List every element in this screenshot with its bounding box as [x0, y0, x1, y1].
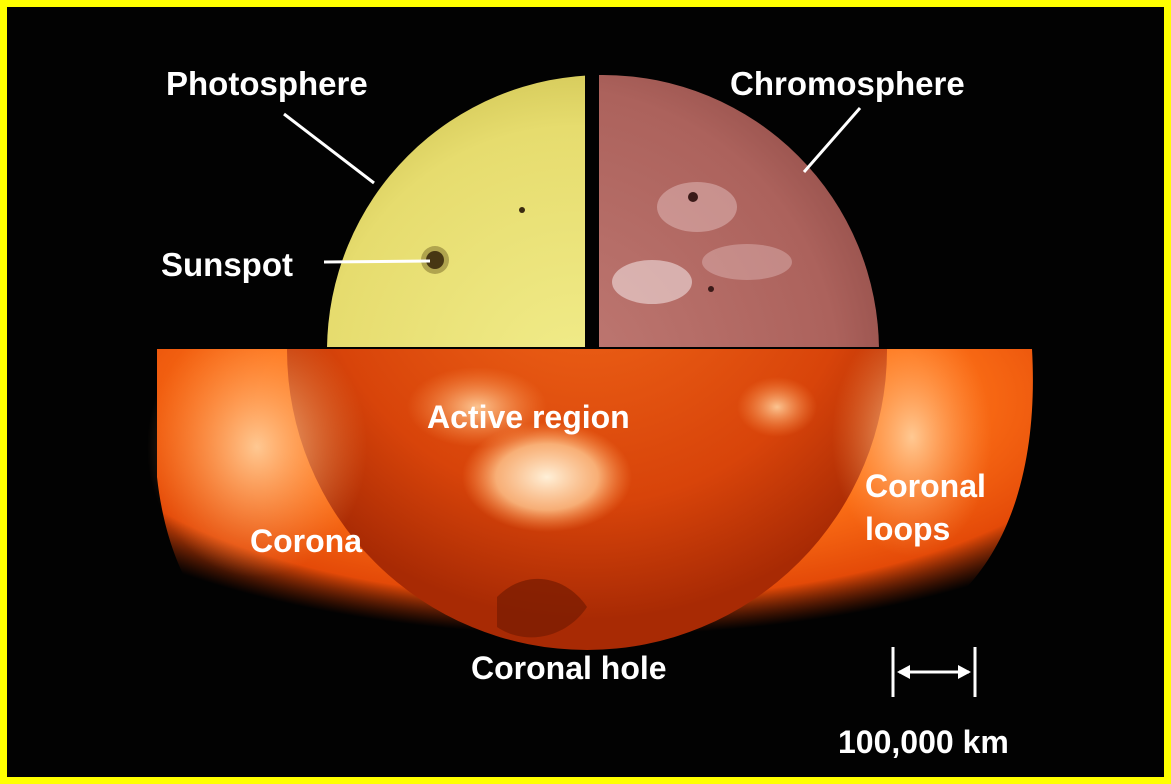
scale-label: 100,000 km — [838, 723, 1009, 761]
chromosphere-label: Chromosphere — [730, 65, 965, 103]
chromo-spot-1 — [688, 192, 698, 202]
active-region-label: Active region — [427, 398, 630, 436]
double-arrow-icon — [893, 647, 975, 697]
bright-patch — [737, 377, 817, 437]
sunspot-leader-line — [324, 261, 430, 262]
chromo-spot-2 — [708, 286, 714, 292]
sunspot-label: Sunspot — [161, 246, 293, 284]
chromosphere-leader-line — [804, 108, 860, 172]
solar-disk — [287, 50, 887, 650]
coronal-loops-label: Coronal loops — [865, 465, 1035, 551]
small-spot — [519, 207, 525, 213]
plage-1 — [657, 182, 737, 232]
corona-label: Corona — [250, 522, 362, 560]
corona-region — [147, 50, 1033, 686]
photosphere-leader-line — [284, 114, 374, 183]
coronal-hole-label: Coronal hole — [471, 649, 667, 687]
photosphere-label: Photosphere — [166, 65, 368, 103]
plage-3 — [702, 244, 792, 280]
plage-2 — [612, 260, 692, 304]
